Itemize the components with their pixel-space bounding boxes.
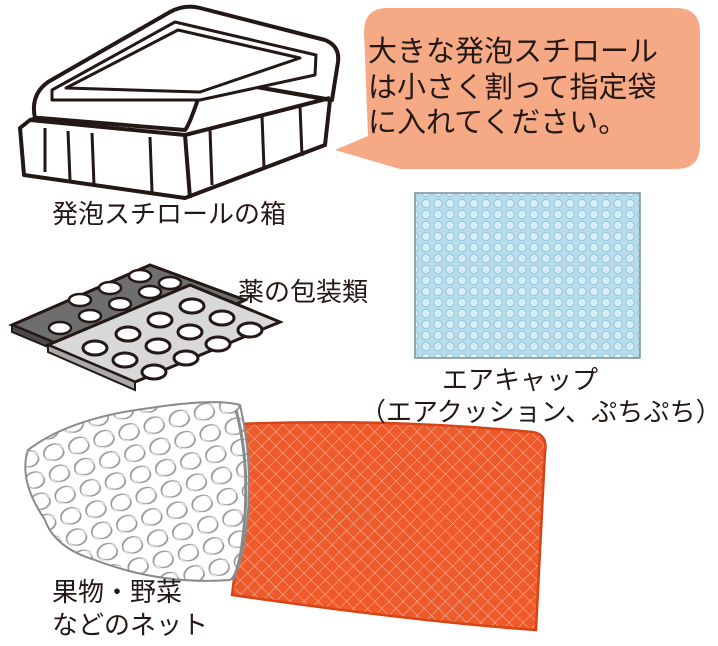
callout-line-3: に入れてください。	[368, 105, 628, 140]
callout-line-1: 大きな発泡スチロール	[368, 34, 659, 68]
bubble-wrap-label: エアキャップ	[442, 366, 599, 396]
styrofoam-box-illustration	[18, 4, 341, 200]
bubble-wrap-sublabel: （エアクッション、ぷちぷち）	[360, 398, 718, 428]
callout-line-2: は小さく割って指定袋	[368, 69, 657, 104]
styrofoam-box-label: 発泡スチロールの箱	[52, 200, 287, 230]
callout-text: 大きな発泡スチロール は小さく割って指定袋 に入れてください。	[368, 34, 668, 141]
produce-net-label: 果物・野菜	[52, 578, 183, 608]
produce-net-sublabel: などのネット	[52, 611, 209, 641]
bubble-wrap-illustration	[414, 192, 641, 359]
white-net-illustration	[24, 401, 250, 582]
red-net-illustration	[230, 420, 547, 632]
speech-bubble	[335, 8, 700, 169]
blister-pack-illustration	[8, 263, 284, 392]
medicine-packaging-label: 薬の包装類	[238, 278, 369, 308]
